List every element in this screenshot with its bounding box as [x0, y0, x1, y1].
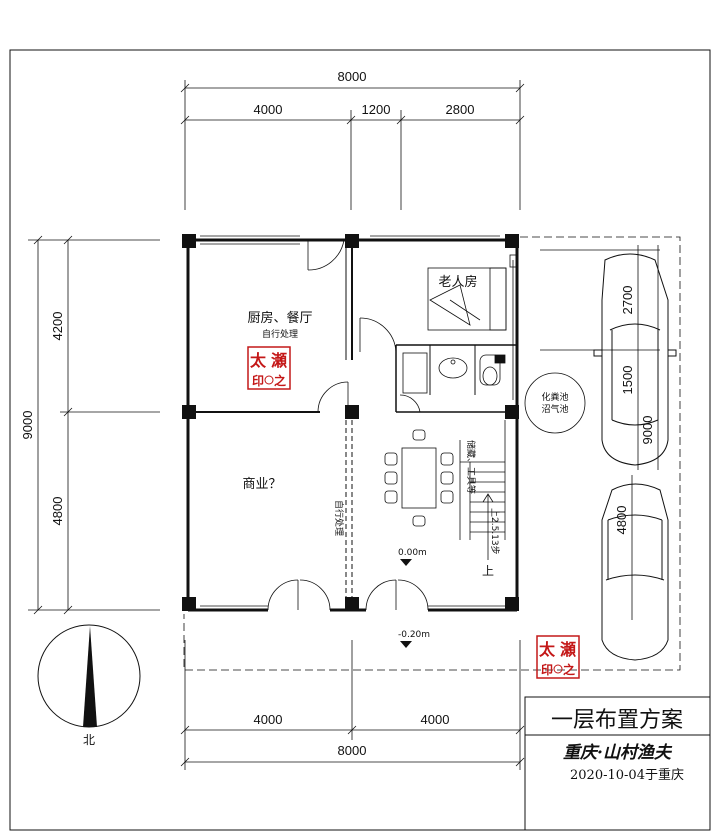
left-dimensions: [28, 235, 160, 615]
dim-car-1: 2700: [620, 286, 635, 315]
doors: [267, 239, 429, 611]
dim-car-2: 1500: [620, 366, 635, 395]
dim-car-3: 9000: [640, 416, 655, 445]
storage-label: 储藏、工具等: [465, 440, 477, 494]
seal-stamp: 太 瀬 印 之: [247, 346, 291, 390]
dim-left-seg-1: 4200: [50, 312, 65, 341]
dim-left-seg-2: 4800: [50, 497, 65, 526]
dim-bottom-total: 8000: [338, 743, 367, 758]
dim-top-seg-3: 2800: [446, 102, 475, 117]
drawing-author: 重庆·山村渔夫: [563, 743, 673, 763]
yard-boundary: [183, 236, 681, 671]
dim-bottom-seg-1: 4000: [254, 712, 283, 727]
dim-bottom-seg-2: 4000: [421, 712, 450, 727]
car-icon: [601, 483, 669, 661]
staircase-icon: [459, 420, 506, 560]
elevation-outside: -0.20m: [398, 630, 430, 640]
stamp-char: 之: [274, 373, 286, 388]
drawing-date: 2020-10-04于重庆: [570, 767, 684, 783]
room-note-kitchen: 自行处理: [262, 328, 298, 340]
dim-left-total: 9000: [20, 411, 35, 440]
drawing-frame: [9, 49, 711, 831]
stamp-char: 瀬: [560, 640, 576, 659]
compass-north-label: 北: [83, 733, 95, 747]
car-dimensions: [540, 245, 660, 620]
dim-top-seg-2: 1200: [362, 102, 391, 117]
septic-label-2: 沼气池: [541, 403, 568, 415]
stamp-char: 之: [563, 662, 575, 677]
room-label-commerce: 商业？: [242, 477, 281, 492]
interior-walls: [188, 240, 517, 610]
elevation-inside: 0.00m: [398, 548, 427, 558]
room-label-elder: 老人房: [438, 274, 477, 290]
dim-top-seg-1: 4000: [254, 102, 283, 117]
dim-top-total: 8000: [338, 69, 367, 84]
dining-table-icon: [384, 429, 454, 527]
elevation-marker-icon: [400, 559, 412, 566]
room-label-kitchen: 厨房、餐厅: [247, 310, 312, 326]
dim-car-4: 4800: [614, 506, 629, 535]
car-icon: [593, 253, 677, 466]
stamp-char: 印: [541, 663, 553, 677]
stamp-char: 印: [252, 374, 264, 388]
room-note-commerce: 自行处理: [333, 500, 345, 536]
title-block: [524, 696, 711, 831]
stair-steps-label: 上2.5.13步: [489, 508, 500, 555]
stair-up-label: 上: [482, 564, 494, 578]
stamp-char: 太: [249, 351, 267, 370]
columns: [182, 234, 519, 611]
seal-stamp: 太 瀬 印 之: [536, 635, 580, 679]
septic-tank-icon: [524, 372, 586, 434]
bottom-dimensions: [180, 640, 525, 770]
top-dimensions: [180, 80, 525, 210]
septic-label-1: 化粪池: [541, 391, 568, 403]
stamp-char: 瀬: [271, 351, 287, 370]
elevation-marker-icon: [400, 641, 412, 648]
compass-icon: [37, 624, 141, 728]
bathroom-fixtures: [402, 352, 506, 394]
stamp-char: 太: [538, 640, 556, 659]
drawing-title: 一层布置方案: [551, 708, 683, 733]
bed-icon: [427, 254, 517, 331]
